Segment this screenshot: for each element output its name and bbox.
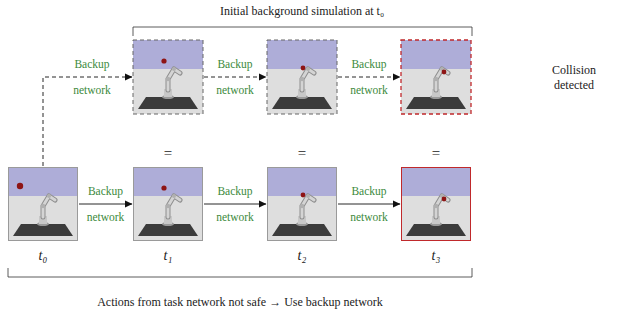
arrow-label: Backup network: [216, 178, 254, 230]
arrow-label: Backup network: [87, 178, 125, 230]
arrow: [338, 204, 400, 205]
bracket-caption: Actions from task network not safe → Use…: [97, 295, 383, 310]
scene-frame: t₃: [401, 167, 471, 241]
time-label: t₃: [432, 248, 441, 264]
equals-sign: =: [298, 145, 306, 162]
collision-note: Collision detected: [552, 63, 596, 93]
arrow-label: Backup network: [350, 178, 388, 230]
arrow-label: Backup network: [216, 51, 254, 103]
arrow-label: Backup network: [350, 51, 388, 103]
bracket-title: Initial background simulation at t₀: [220, 4, 384, 19]
time-label: t₂: [298, 248, 307, 264]
scene-frame: t₁: [133, 167, 203, 241]
arrow: [79, 204, 132, 205]
arrow: [204, 204, 266, 205]
equals-sign: =: [432, 145, 440, 162]
equals-sign: =: [164, 145, 172, 162]
time-label: t₁: [164, 248, 173, 264]
scene-frame: t₀: [8, 167, 78, 241]
arrow-label: Backup network: [73, 51, 111, 103]
time-label: t₀: [39, 248, 48, 264]
scene-frame: t₂: [267, 167, 337, 241]
